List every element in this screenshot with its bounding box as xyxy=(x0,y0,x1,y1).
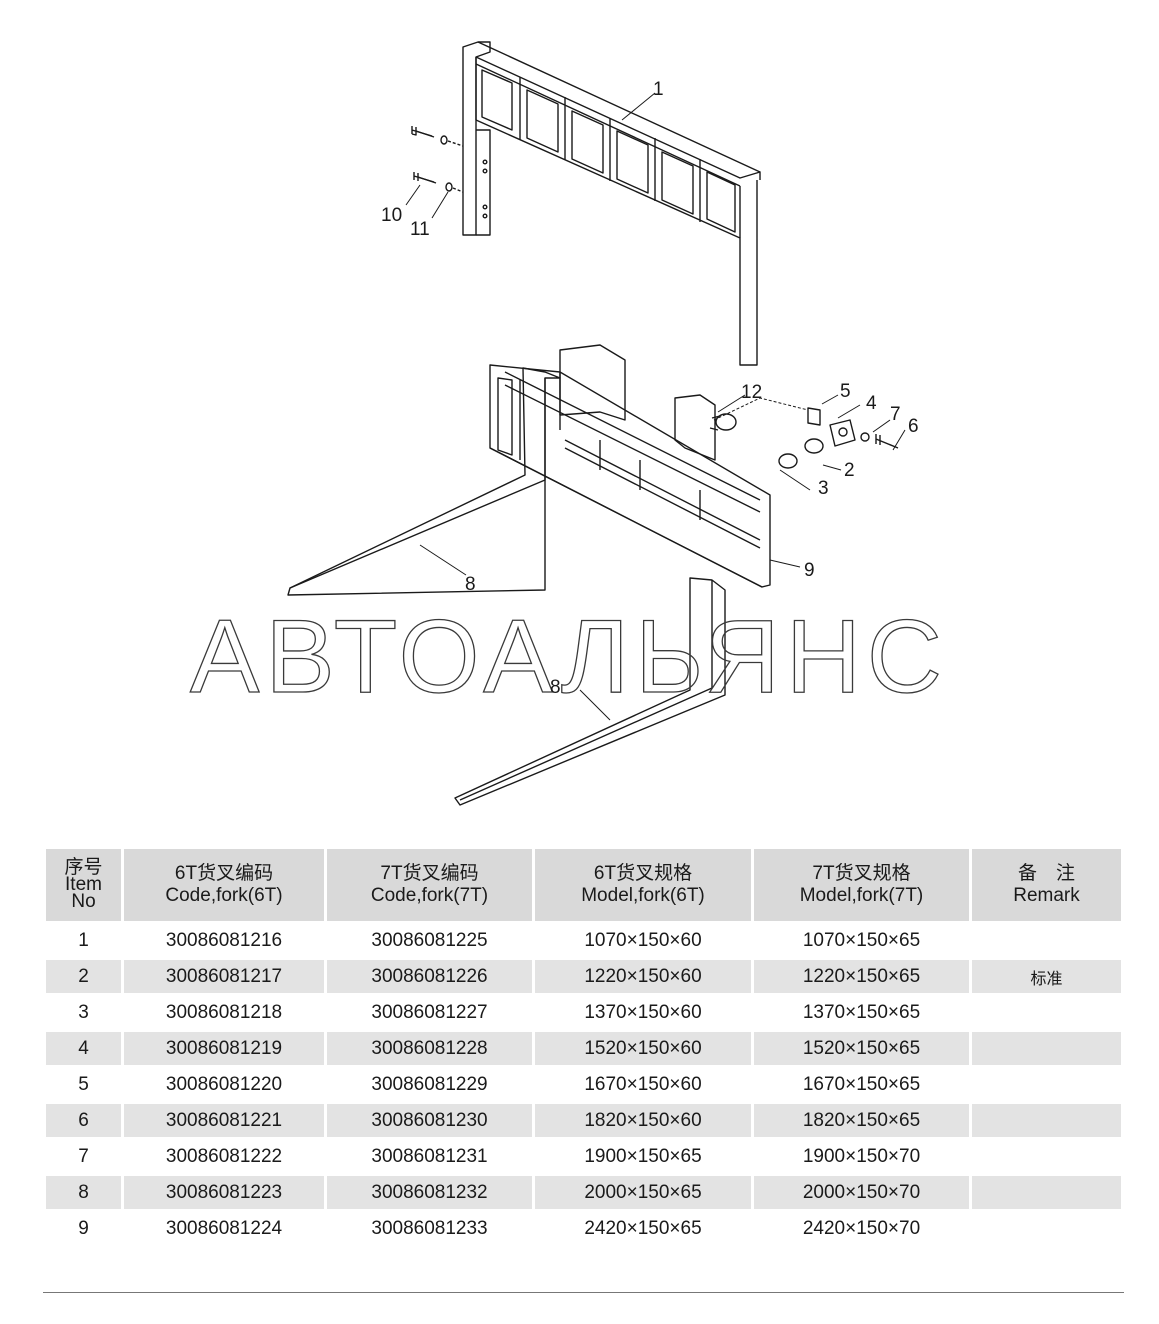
cell-remark xyxy=(972,1140,1121,1173)
cell-model7: 1520×150×65 xyxy=(754,1032,969,1065)
cell-code7: 30086081229 xyxy=(371,1073,488,1095)
callout-6: 6 xyxy=(908,416,919,437)
callout-2: 2 xyxy=(844,460,855,481)
callout-9: 9 xyxy=(804,560,815,581)
cell-model7: 1820×150×65 xyxy=(754,1104,969,1137)
cell-remark xyxy=(972,996,1121,1029)
table-row: 9 30086081224 30086081233 2420×150×65 2420×1… xyxy=(46,1212,1121,1245)
table-row: 1 30086081216 30086081225 1070×150×60 1070×1… xyxy=(46,924,1121,957)
bolts-washers-10-11 xyxy=(405,126,464,219)
cell-code7: 30086081225 xyxy=(371,929,488,951)
cell-remark xyxy=(972,1212,1121,1245)
cell-code7: 30086081231 xyxy=(371,1145,488,1167)
fork-upper xyxy=(287,367,561,596)
cell-remark xyxy=(972,1176,1121,1209)
cell-model7: 1370×150×65 xyxy=(802,1001,921,1023)
callout-1: 1 xyxy=(653,79,664,100)
cell-no: 1 xyxy=(78,929,89,951)
callout-3: 3 xyxy=(818,478,829,499)
cell-remark: 标准 xyxy=(972,960,1121,993)
table-header-row: 序号 Item No 6T货叉编码 Code,fork(6T) 7T货叉编码 C… xyxy=(46,849,1121,921)
header-model-6t: 6T货叉规格 Model,fork(6T) xyxy=(535,849,751,921)
cell-model6: 1520×150×60 xyxy=(535,1032,751,1065)
table-bottom-rule xyxy=(43,1292,1124,1293)
table-row: 7 30086081222 30086081231 1900×150×65 1900×1… xyxy=(46,1140,1121,1173)
cell-model6: 1070×150×60 xyxy=(584,929,702,951)
table-row: 3 30086081218 30086081227 1370×150×60 1370×1… xyxy=(46,996,1121,1029)
load-backrest-frame xyxy=(462,41,761,366)
cell-code7: 30086081230 xyxy=(327,1104,532,1137)
cell-model6: 1820×150×60 xyxy=(535,1104,751,1137)
cell-no: 9 xyxy=(78,1217,89,1239)
cell-code6: 30086081222 xyxy=(165,1145,283,1167)
callout-10: 10 xyxy=(381,205,402,226)
cell-remark xyxy=(972,1032,1121,1065)
cell-remark xyxy=(972,1068,1121,1101)
cell-no: 2 xyxy=(46,960,121,993)
cell-code6: 30086081224 xyxy=(165,1217,283,1239)
cell-model6: 2000×150×65 xyxy=(535,1176,751,1209)
table-row: 5 30086081220 30086081229 1670×150×60 1670×1… xyxy=(46,1068,1121,1101)
cell-model7: 2000×150×70 xyxy=(754,1176,969,1209)
cell-remark xyxy=(972,1104,1121,1137)
cell-model7: 2420×150×70 xyxy=(802,1217,921,1239)
header-model-7t: 7T货叉规格 Model,fork(7T) xyxy=(754,849,969,921)
header-code-7t: 7T货叉编码 Code,fork(7T) xyxy=(327,849,532,921)
cell-model7: 1220×150×65 xyxy=(754,960,969,993)
parts-table: 序号 Item No 6T货叉编码 Code,fork(6T) 7T货叉编码 C… xyxy=(43,846,1124,1248)
cell-code6: 30086081218 xyxy=(165,1001,283,1023)
cell-no: 8 xyxy=(46,1176,121,1209)
fork-carriage xyxy=(489,344,771,588)
cell-no: 6 xyxy=(46,1104,121,1137)
table-body: 1 30086081216 30086081225 1070×150×60 1070×1… xyxy=(46,924,1121,1245)
cell-code6: 30086081221 xyxy=(124,1104,324,1137)
cell-code7: 30086081228 xyxy=(327,1032,532,1065)
cell-code7: 30086081227 xyxy=(371,1001,488,1023)
callout-5: 5 xyxy=(840,381,851,402)
cell-code7: 30086081233 xyxy=(371,1217,488,1239)
exploded-parts-drawing: АВТОАЛЬЯНС 1 2 3 4 5 6 7 8 8 9 10 11 12 xyxy=(189,41,948,806)
cell-no: 4 xyxy=(46,1032,121,1065)
cell-model6: 1220×150×60 xyxy=(535,960,751,993)
cell-model6: 1900×150×65 xyxy=(584,1145,702,1167)
cell-model6: 1670×150×60 xyxy=(584,1073,702,1095)
cell-no: 5 xyxy=(78,1073,89,1095)
cell-no: 3 xyxy=(78,1001,89,1023)
header-item-no: 序号 Item No xyxy=(46,849,121,921)
cell-code6: 30086081217 xyxy=(124,960,324,993)
callout-7: 7 xyxy=(890,404,901,425)
cell-model7: 1070×150×65 xyxy=(802,929,921,951)
cell-model6: 1370×150×60 xyxy=(584,1001,702,1023)
callout-8-lower: 8 xyxy=(550,677,561,698)
cell-code7: 30086081226 xyxy=(327,960,532,993)
cell-no: 7 xyxy=(78,1145,89,1167)
header-code-6t: 6T货叉编码 Code,fork(6T) xyxy=(124,849,324,921)
cell-code7: 30086081232 xyxy=(327,1176,532,1209)
callout-8-upper: 8 xyxy=(465,574,476,595)
fork-assembly-svg: АВТОАЛЬЯНС 1 2 3 4 5 6 7 8 8 9 10 11 12 xyxy=(189,41,948,806)
cell-model7: 1900×150×70 xyxy=(802,1145,921,1167)
cell-model6: 2420×150×65 xyxy=(584,1217,702,1239)
fork-lower xyxy=(454,577,726,806)
watermark-text: АВТОАЛЬЯНС xyxy=(190,599,948,715)
cell-code6: 30086081216 xyxy=(165,929,283,951)
callout-12: 12 xyxy=(741,382,762,403)
cell-model7: 1670×150×65 xyxy=(802,1073,921,1095)
cell-remark xyxy=(972,924,1121,957)
pin-parts xyxy=(709,394,906,491)
callout-11: 11 xyxy=(410,219,430,240)
cell-code6: 30086081223 xyxy=(124,1176,324,1209)
header-remark: 备 注 Remark xyxy=(972,849,1121,921)
callout-4: 4 xyxy=(866,393,877,414)
cell-code6: 30086081220 xyxy=(165,1073,283,1095)
cell-code6: 30086081219 xyxy=(124,1032,324,1065)
